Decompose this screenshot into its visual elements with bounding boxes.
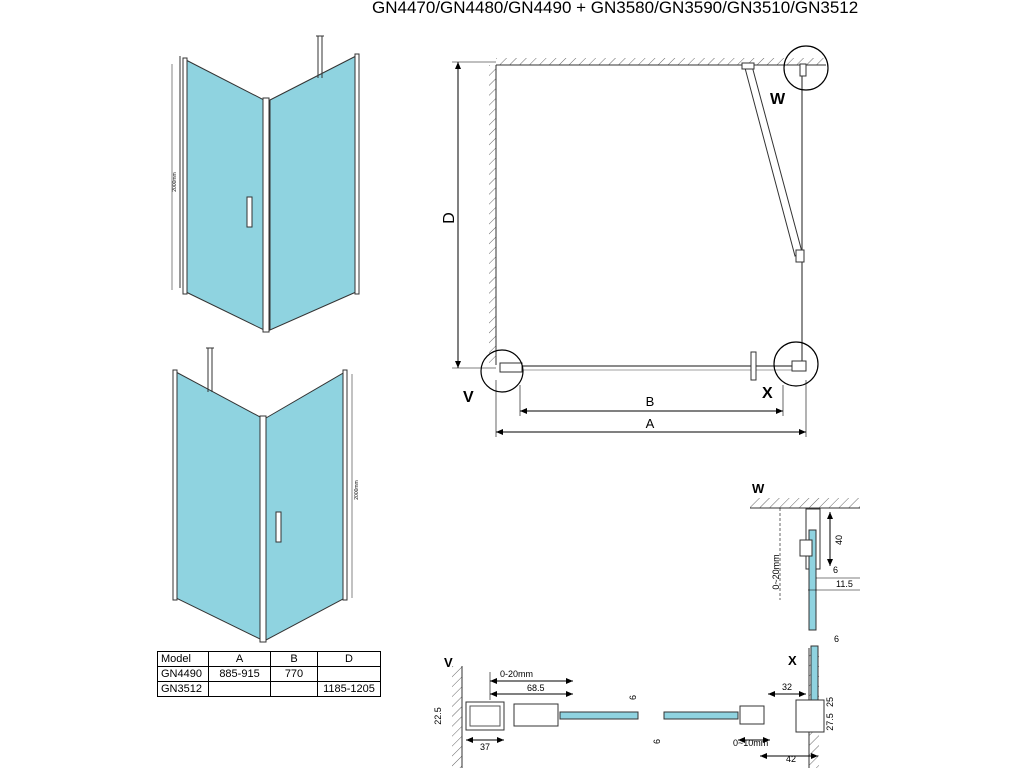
door-profile-middle [262, 97, 270, 333]
detail-v-6: 6 [628, 695, 638, 700]
table-row: GN3512 1185-1205 [157, 681, 381, 697]
top-bracket [316, 35, 324, 78]
detail-x-6-top: 6 [834, 634, 839, 644]
detail-v-37: 37 [480, 742, 490, 752]
point-label-x: X [762, 385, 773, 402]
dim-label-a: A [646, 416, 655, 431]
detail-circle-x [773, 341, 819, 387]
detail-v-label: V [444, 655, 453, 670]
table-row: GN4490 885-915 770 [157, 666, 381, 682]
table-header: B [270, 651, 318, 667]
profile-middle [259, 415, 267, 643]
top-bracket [206, 347, 214, 392]
detail-w-40: 40 [834, 535, 844, 545]
elevation-bottom: 2000mm [172, 347, 360, 643]
table-cell: 885-915 [208, 666, 271, 682]
point-label-w: W [770, 91, 786, 108]
ceiling-hatch [496, 58, 826, 65]
detail-w-label: W [752, 481, 765, 496]
detail-w: W 40 6 11.5 0~20mm [750, 481, 860, 631]
detail-x-275: 27.5 [825, 713, 835, 731]
table-header: A [208, 651, 271, 667]
door-stop [750, 351, 757, 381]
table-cell: 770 [270, 666, 318, 682]
door-handle [275, 511, 282, 543]
door-panel-glass [265, 371, 346, 641]
detail-x: X 32 6 25 27.5 0~10mm 42 6 [652, 634, 839, 768]
fixed-panel-glass [269, 55, 357, 331]
door-profile-left [182, 57, 188, 295]
detail-v-225: 22.5 [433, 707, 443, 725]
wall-profile [465, 701, 505, 731]
door-panel-glass [185, 59, 265, 331]
drawing-title: GN4470/GN4480/GN4490 + GN3580/GN3590/GN3… [372, 0, 859, 17]
table-cell: GN3512 [157, 681, 209, 697]
table-cell [208, 681, 271, 697]
table-header-row: Model A B D [157, 651, 381, 667]
detail-w-adj: 0~20mm [771, 554, 781, 589]
detail-w-115: 11.5 [836, 579, 853, 589]
detail-v: V 0-20mm 68.5 6 22.5 37 [433, 655, 639, 768]
detail-w-6: 6 [833, 565, 838, 575]
spec-table: Model A B D GN4490 885-915 770 GN3512 11… [157, 651, 381, 697]
wall-side-panel-glass [175, 371, 263, 641]
detail-x-6-side: 6 [652, 739, 662, 744]
glass-section [559, 711, 639, 720]
fixed-profile-right [354, 53, 360, 295]
detail-x-42: 42 [786, 754, 796, 764]
elevation-top: 2000mm [171, 35, 360, 333]
dim-label-d: D [441, 212, 458, 224]
table-header: D [317, 651, 381, 667]
detail-v-685: 68.5 [527, 683, 545, 693]
profile-right [342, 369, 348, 601]
plan-view: D B A W V X [441, 45, 829, 437]
glass-section [663, 711, 739, 720]
detail-x-adj: 0~10mm [733, 738, 768, 748]
table-cell: 1185-1205 [317, 681, 381, 697]
detail-circle-w [783, 45, 829, 91]
detail-v-adj: 0-20mm [500, 669, 533, 679]
dim-label-b: B [646, 394, 655, 409]
detail-x-32: 32 [782, 682, 792, 692]
table-header: Model [157, 651, 209, 667]
seal-block [739, 705, 765, 725]
glass-section [808, 529, 817, 631]
table-cell [317, 666, 381, 682]
detail-x-label: X [788, 653, 797, 668]
hinge-block [513, 703, 559, 727]
height-label-top: 2000mm [172, 172, 178, 191]
wall-hatch [489, 65, 496, 365]
end-profile [795, 699, 825, 733]
table-cell [270, 681, 318, 697]
detail-x-25: 25 [825, 697, 835, 707]
door-handle [246, 196, 253, 228]
detail-circle-v [480, 349, 524, 393]
point-label-v: V [463, 389, 474, 406]
table-cell: GN4490 [157, 666, 209, 682]
height-label-bottom: 2000mm [354, 480, 360, 499]
profile-left [172, 369, 178, 601]
